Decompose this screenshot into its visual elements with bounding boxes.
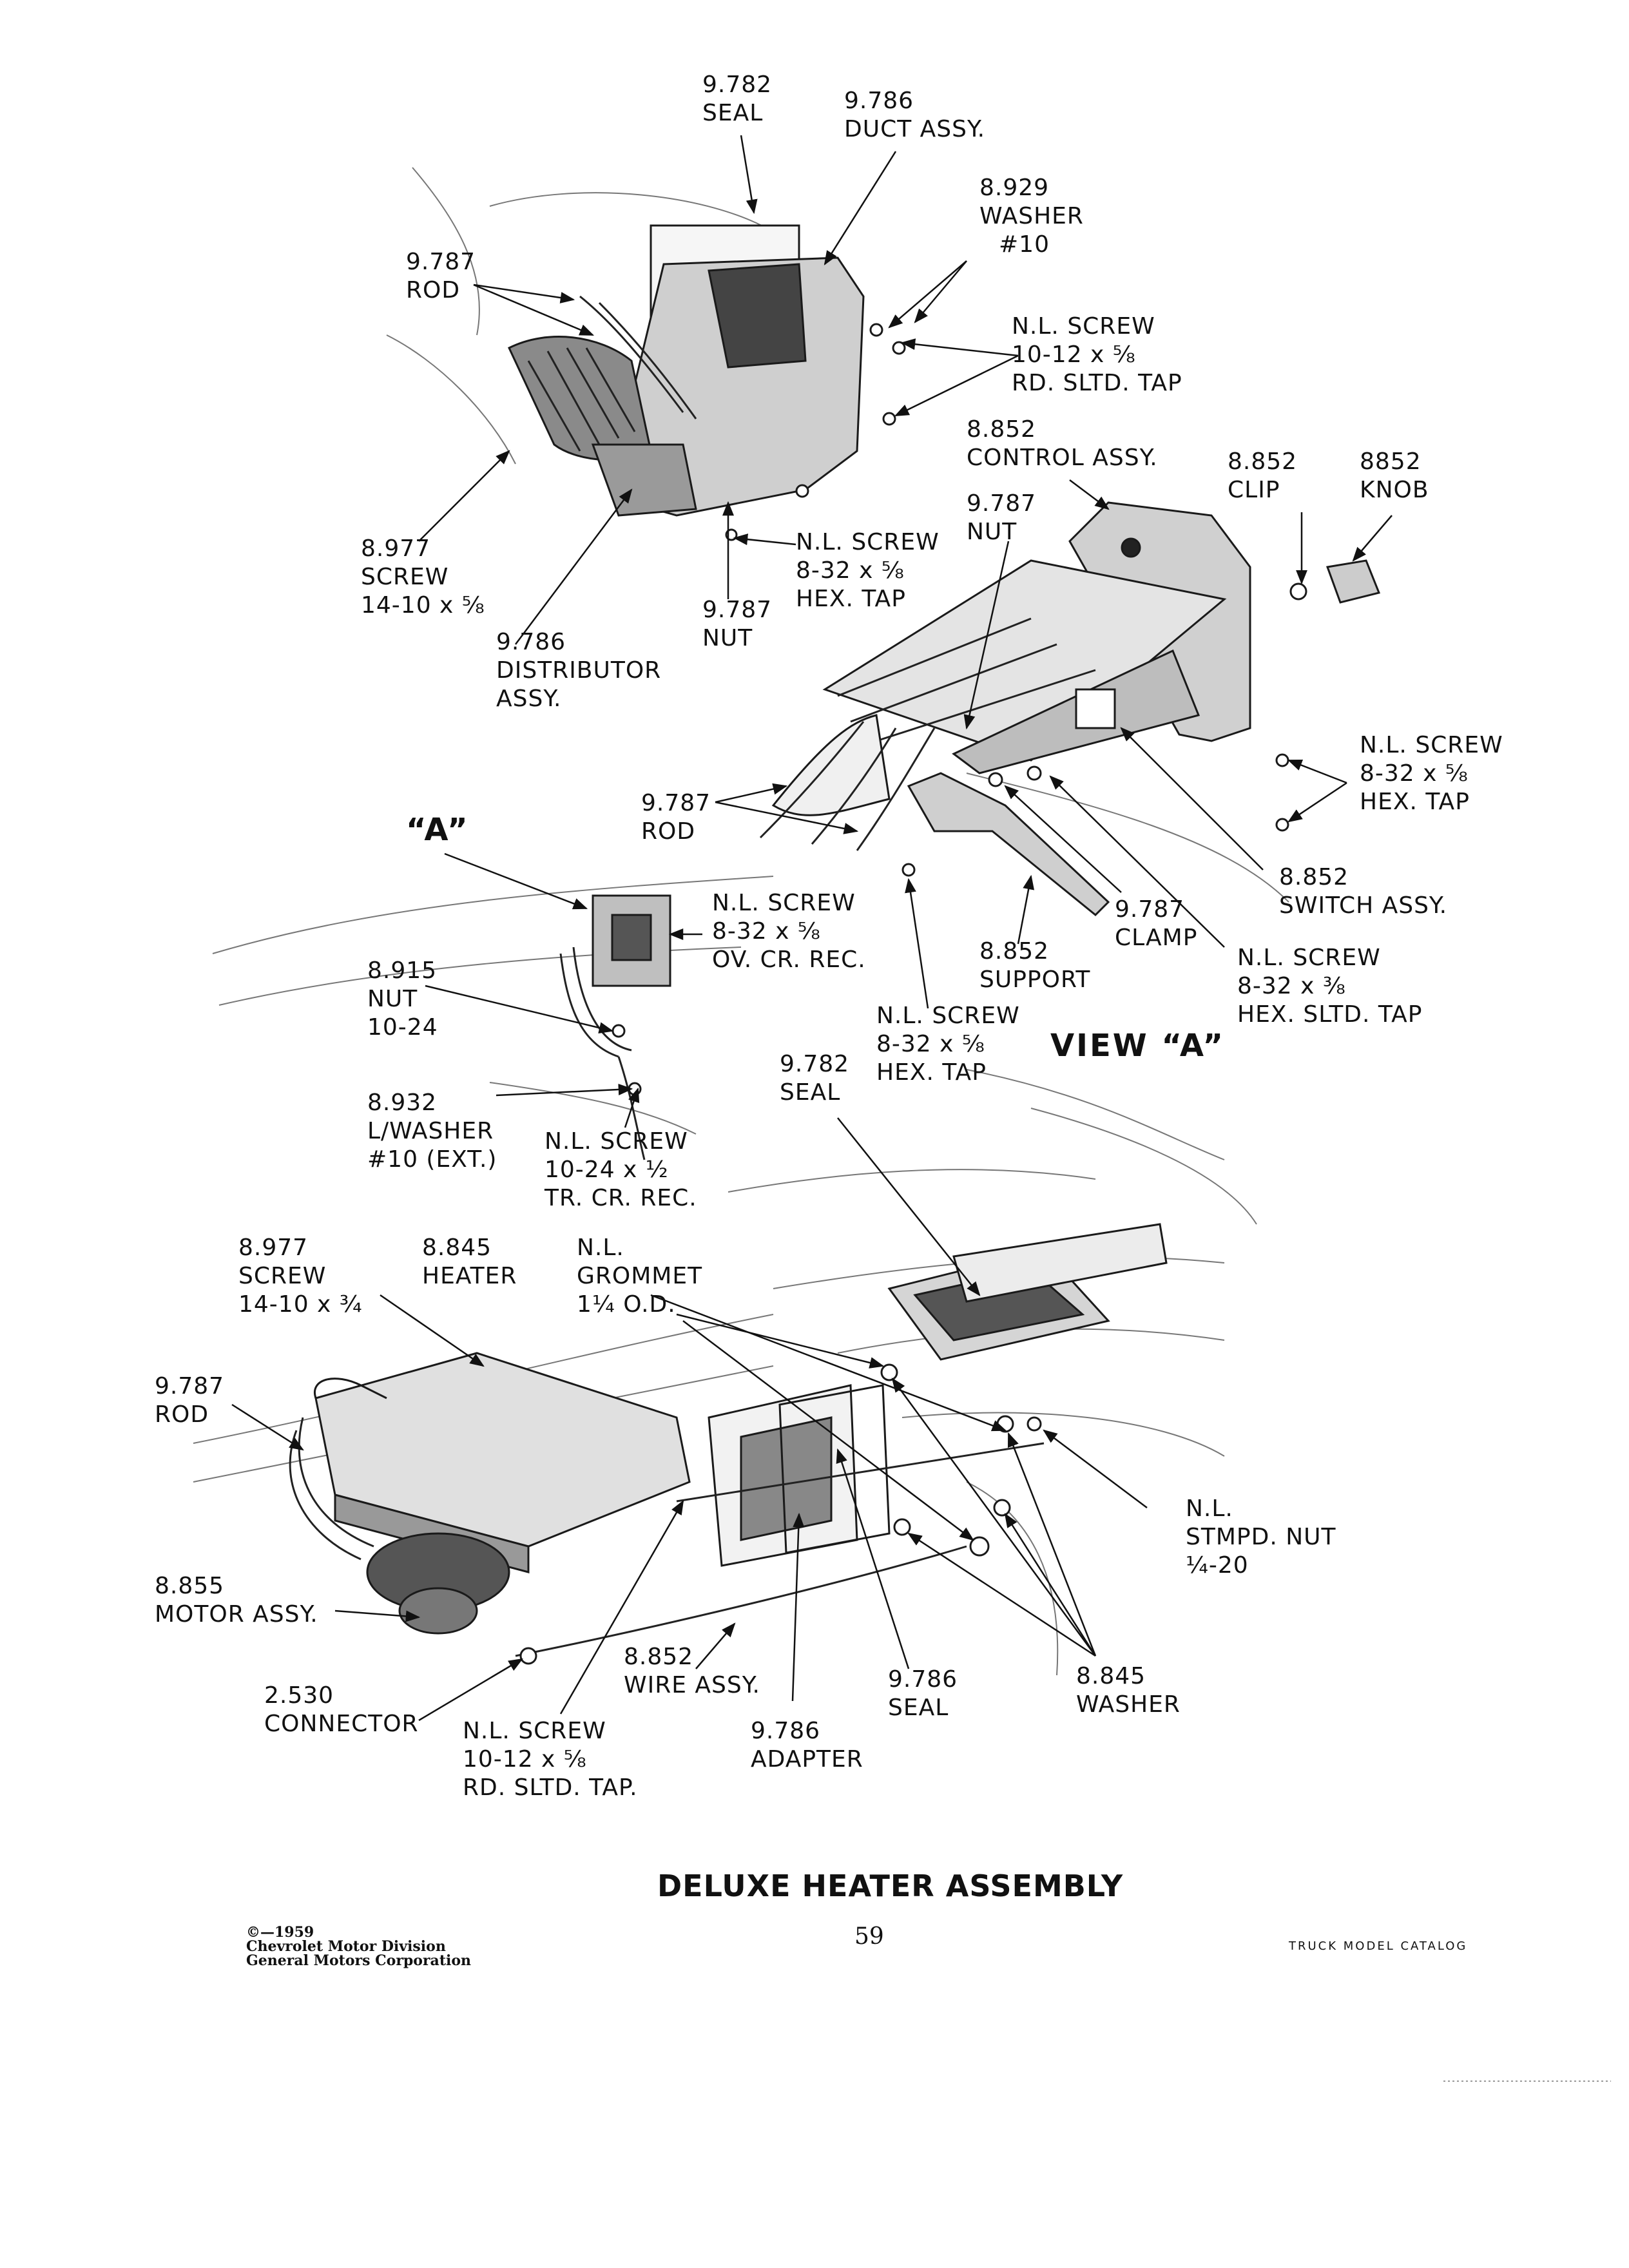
view-a-label: VIEW “A” xyxy=(1050,1028,1226,1064)
page-number: 59 xyxy=(854,1923,884,1950)
catalog-name: TRUCK MODEL CATALOG xyxy=(1289,1939,1468,1953)
copyright-block: ©—1959 Chevrolet Motor Division General … xyxy=(246,1924,472,1969)
view-a-connector-drawing xyxy=(559,894,671,1160)
leader-lines xyxy=(231,135,1393,1722)
duct-assembly-drawing xyxy=(508,224,906,541)
heater-unit-drawing xyxy=(289,1223,1168,1665)
control-assembly-drawing xyxy=(759,501,1381,917)
page-title: DELUXE HEATER ASSEMBLY xyxy=(657,1869,1124,1903)
a-marker: “A” xyxy=(406,812,470,848)
